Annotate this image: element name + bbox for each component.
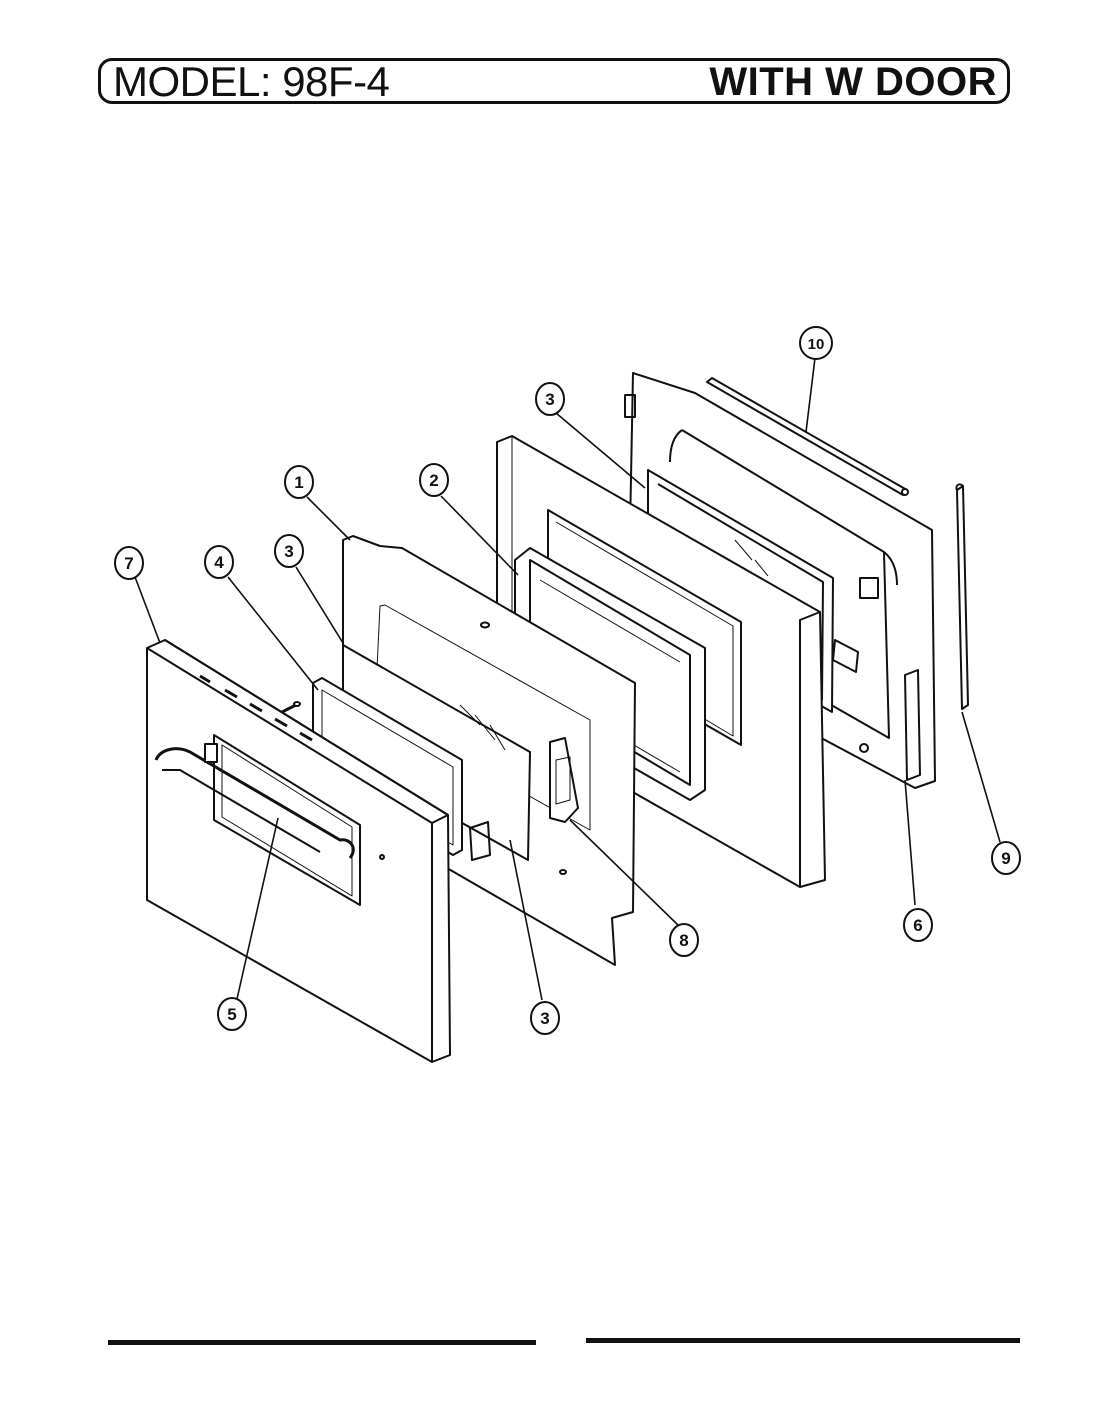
leader-3c [509, 839, 543, 1001]
callout-10: 10 [799, 326, 833, 360]
leader-1 [306, 496, 351, 541]
leader-7 [134, 576, 161, 644]
callout-8: 8 [669, 923, 699, 957]
callout-1: 1 [284, 465, 314, 499]
callout-3b: 3 [274, 534, 304, 568]
callout-3a: 3 [535, 382, 565, 416]
callout-label-10: 10 [808, 336, 825, 353]
callout-5: 5 [217, 997, 247, 1031]
part-top-rail [706, 377, 909, 496]
callout-3c: 3 [530, 1001, 560, 1035]
callout-label-2: 2 [429, 471, 438, 490]
leader-3a [555, 412, 646, 489]
leader-4 [227, 576, 319, 691]
part-hinge-bracket [549, 737, 579, 823]
door-type-title: WITH W DOOR [709, 60, 997, 104]
callout-2: 2 [419, 463, 449, 497]
callout-label-3b: 3 [284, 542, 293, 561]
leader-9 [961, 711, 1001, 843]
callout-6: 6 [903, 908, 933, 942]
title-frame: MODEL: 98F-4 WITH W DOOR [98, 58, 1010, 105]
leader-5 [236, 817, 279, 1000]
callout-label-1: 1 [294, 473, 303, 492]
part-outer-door [146, 639, 451, 1063]
callout-label-4: 4 [214, 553, 224, 572]
leader-3b [295, 566, 344, 644]
callout-4: 4 [204, 545, 234, 579]
footer-rule-left [108, 1340, 536, 1345]
leader-10 [805, 357, 816, 433]
callout-label-5: 5 [227, 1005, 236, 1024]
callout-label-8: 8 [679, 931, 688, 950]
part-side-rod [955, 483, 969, 710]
callout-label-9: 9 [1001, 849, 1010, 868]
callout-7: 7 [114, 546, 144, 580]
leader-2 [440, 495, 519, 576]
callout-9: 9 [991, 841, 1021, 875]
callout-label-6: 6 [913, 916, 922, 935]
model-title: MODEL: 98F-4 [113, 58, 390, 105]
leader-6 [904, 779, 916, 906]
callout-label-3c: 3 [540, 1009, 549, 1028]
callout-label-7: 7 [124, 554, 133, 573]
footer-rule-right [586, 1338, 1020, 1343]
callout-label-3a: 3 [545, 390, 554, 409]
leader-8 [569, 819, 679, 926]
